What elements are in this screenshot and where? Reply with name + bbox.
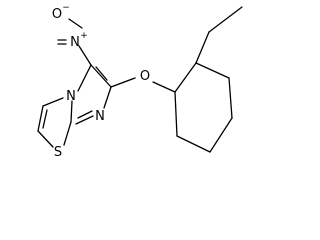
bridge-nitrogen-label: N (66, 89, 76, 104)
bond-cy4-cy5 (209, 117, 233, 153)
bond-o-c1prime (152, 81, 176, 93)
bond-c6-o (110, 77, 136, 88)
bond-n7-c8-double (77, 110, 93, 119)
structure-diagram: O − N + N N O S (37, 3, 243, 160)
imine-nitrogen-label: N (95, 109, 105, 124)
atom-layer: O − N + N N O S (52, 3, 150, 160)
bond-c2-s1 (37, 130, 54, 148)
bond-c3-c2-double (42, 109, 48, 129)
bond-cy2-cy3 (195, 62, 230, 79)
sulfur-label: S (54, 145, 62, 160)
bond-c5-c6 (90, 64, 112, 88)
bond-cy1-cy2 (174, 62, 197, 93)
bond-n7-c8 (75, 115, 94, 125)
bond-c3-c2 (37, 105, 44, 132)
bond-cy6-cy1 (174, 91, 178, 137)
bond-nitro-c-n (78, 45, 92, 66)
bond-cy5-cy6 (176, 135, 211, 153)
bond-c5-c6-double (95, 66, 108, 81)
ether-oxygen-label: O (140, 69, 150, 84)
bond-ethyl-c1-c2 (208, 6, 243, 33)
bond-cy2-ethyl-c1 (195, 31, 210, 64)
bond-n4-c3 (42, 97, 64, 107)
bond-c8-n4 (70, 100, 73, 123)
bond-layer (37, 6, 243, 153)
nitro-oxygen-charge: − (62, 3, 70, 13)
bond-n4-c5 (77, 64, 92, 92)
nitro-nitrogen-label: N (70, 35, 80, 50)
bond-c6-n7 (103, 86, 112, 109)
nitro-nitrogen-charge: + (80, 31, 88, 41)
bond-s1-c8 (63, 121, 72, 146)
bond-nitro-n-o (68, 18, 83, 29)
bond-cy3-cy4 (228, 77, 233, 119)
nitro-oxygen-label: O (52, 7, 62, 22)
